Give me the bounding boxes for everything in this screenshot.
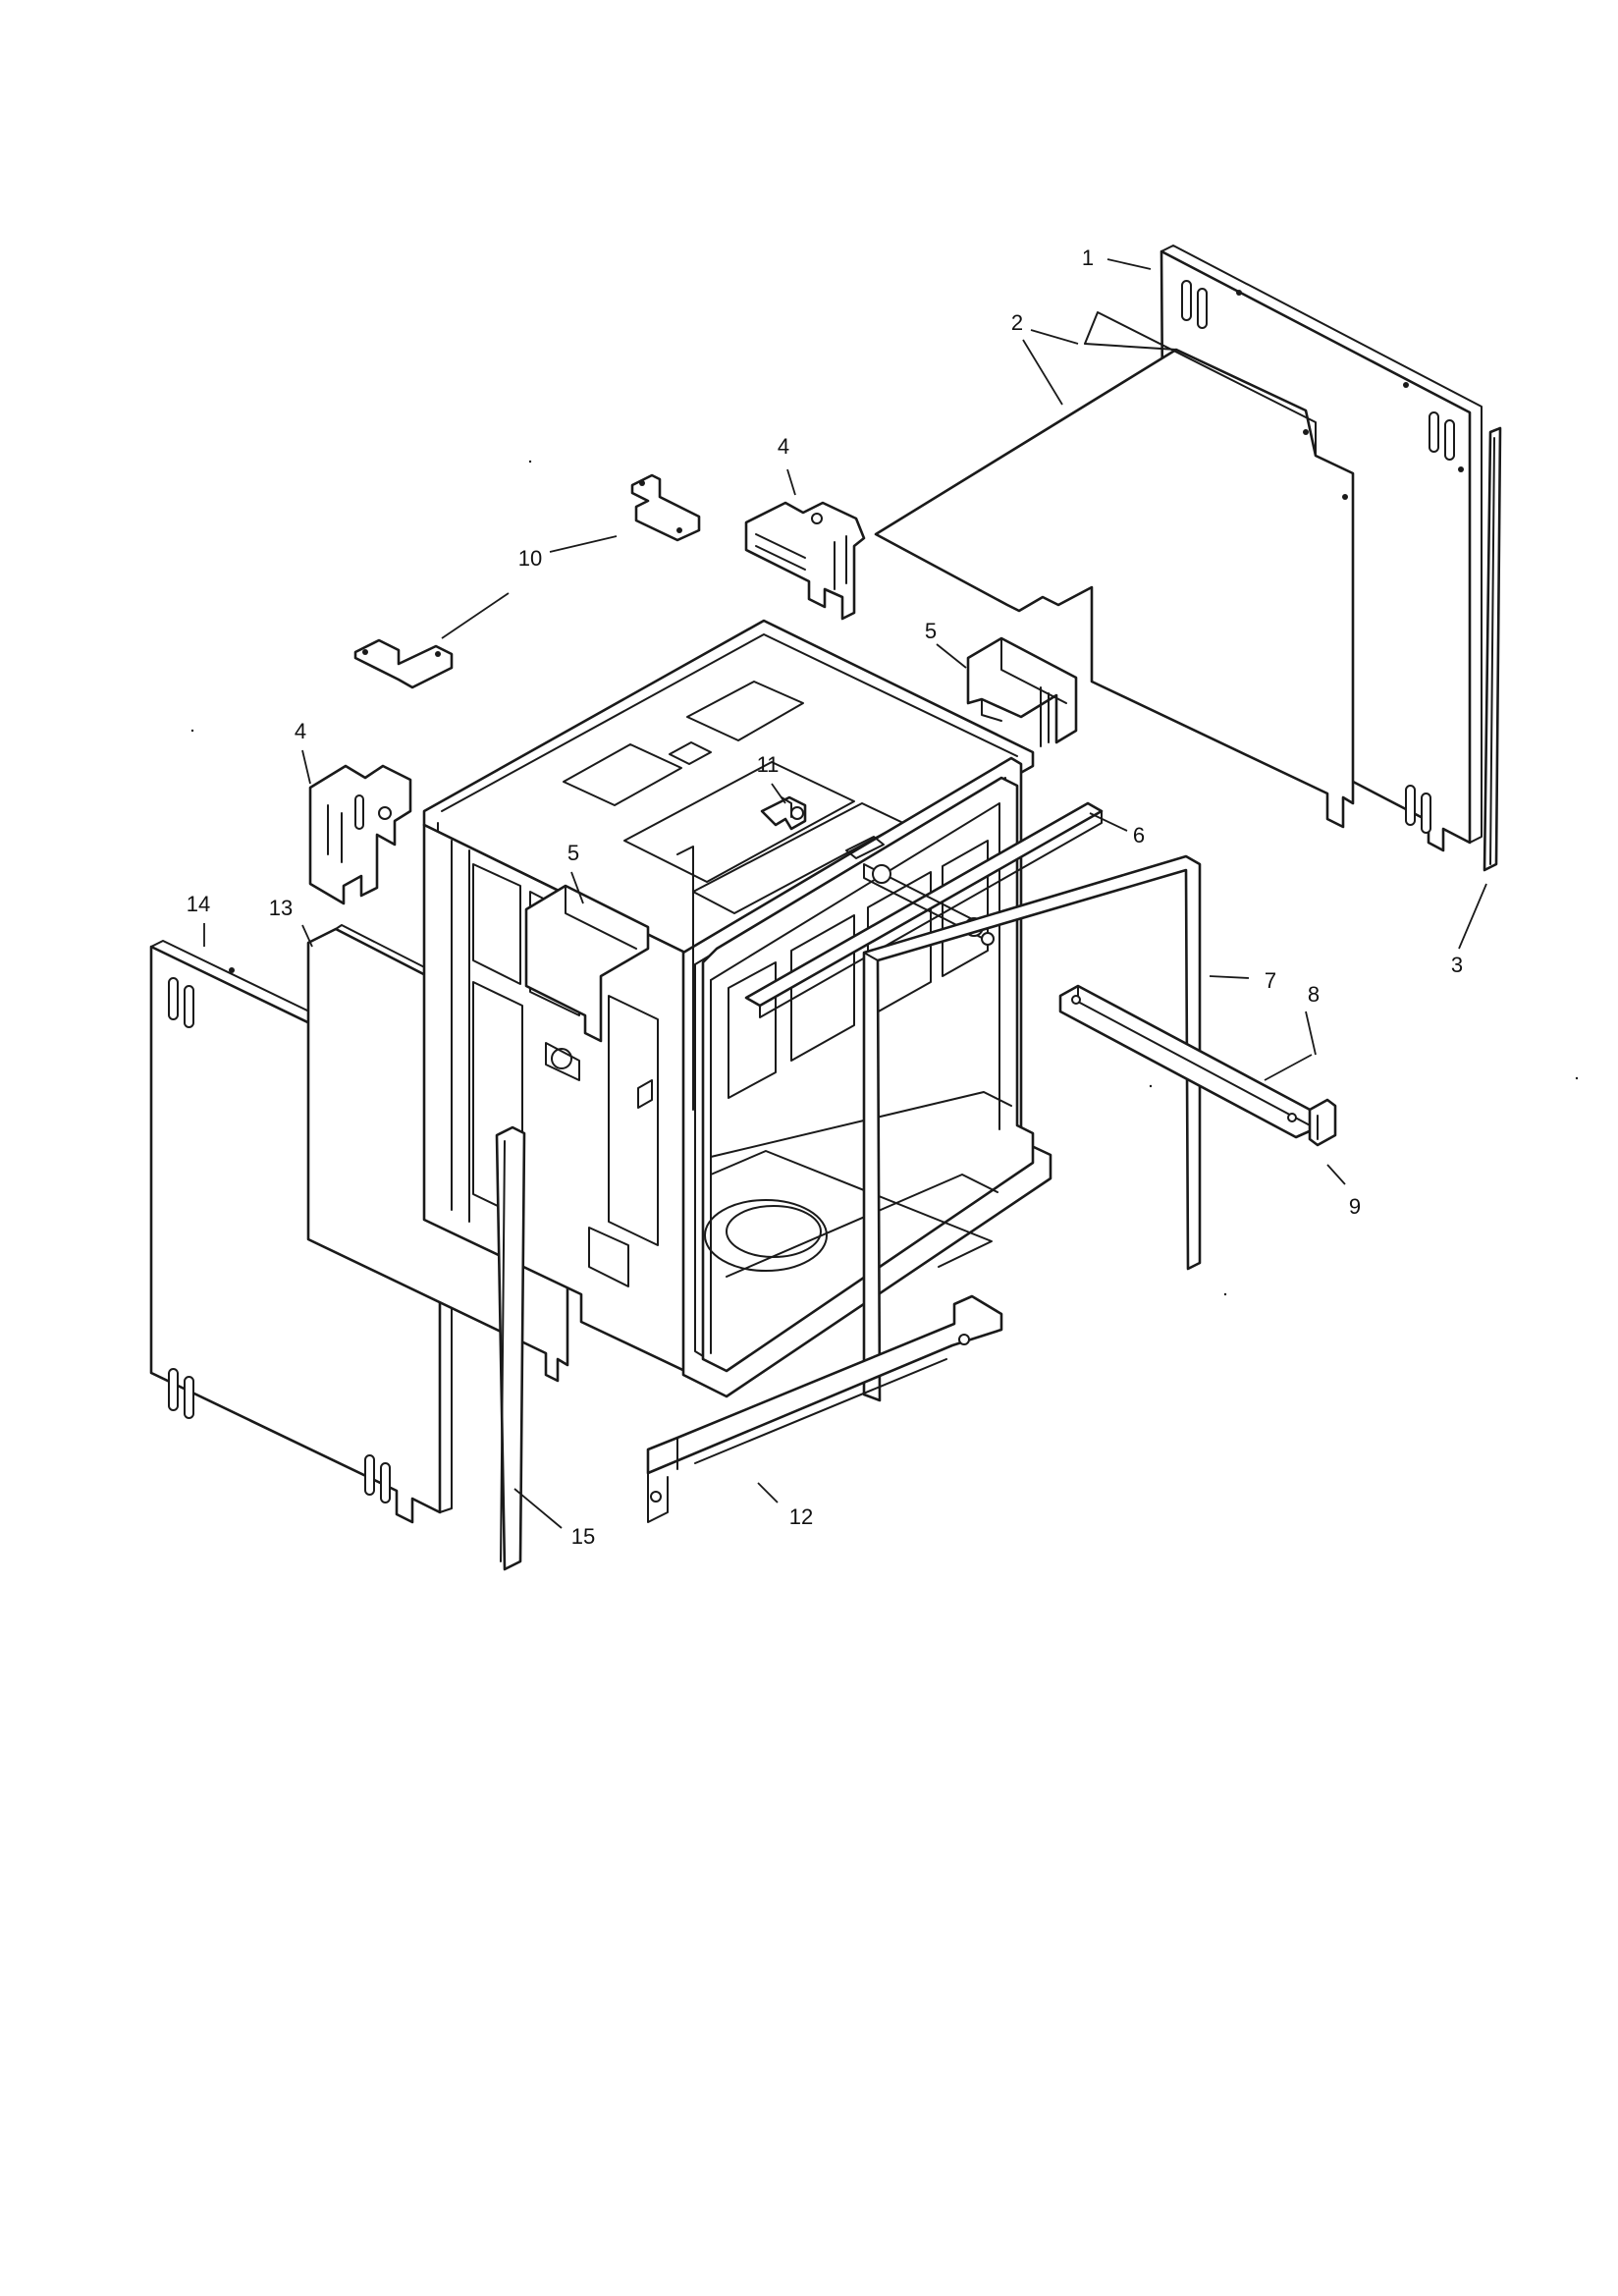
callout-10: 10 — [518, 546, 542, 571]
callout-4-left: 4 — [295, 719, 306, 743]
part-4-left-bracket — [308, 764, 412, 905]
part-6-upper-rail — [744, 801, 1104, 1018]
callout-13: 13 — [269, 896, 293, 920]
callout-1: 1 — [1082, 246, 1094, 270]
callout-2: 2 — [1011, 310, 1023, 335]
part-12-kick-plate — [646, 1294, 1003, 1523]
callout-5-left: 5 — [567, 841, 579, 865]
part-4-right-bracket — [744, 501, 866, 621]
part-11-top-clip — [760, 795, 807, 831]
callout-7: 7 — [1265, 968, 1276, 993]
callout-9: 9 — [1349, 1194, 1361, 1219]
callout-4-right: 4 — [778, 434, 789, 459]
part-5-left-corner-bracket — [524, 884, 650, 1081]
scan-specks — [190, 460, 1579, 1296]
part-15-left-trim-strip — [495, 1125, 526, 1571]
part-5-right-corner-bracket — [966, 636, 1078, 747]
callout-14: 14 — [187, 892, 210, 916]
callout-5-right: 5 — [925, 619, 937, 643]
callout-15: 15 — [571, 1524, 595, 1549]
callout-12: 12 — [789, 1504, 813, 1529]
callout-3: 3 — [1451, 953, 1463, 977]
leader-lines — [203, 258, 1487, 1529]
callout-11: 11 — [757, 752, 780, 777]
callout-8: 8 — [1308, 982, 1320, 1007]
part-3-right-trim-strip — [1483, 426, 1502, 872]
callout-6: 6 — [1133, 823, 1145, 847]
callout-labels: 1 2 3 4 4 5 5 6 7 8 9 10 11 12 13 14 15 — [187, 246, 1463, 1549]
part-9-end-cap — [1308, 1098, 1337, 1147]
part-10-plates — [353, 473, 701, 689]
part-2-top-insulation-panel — [874, 311, 1355, 829]
